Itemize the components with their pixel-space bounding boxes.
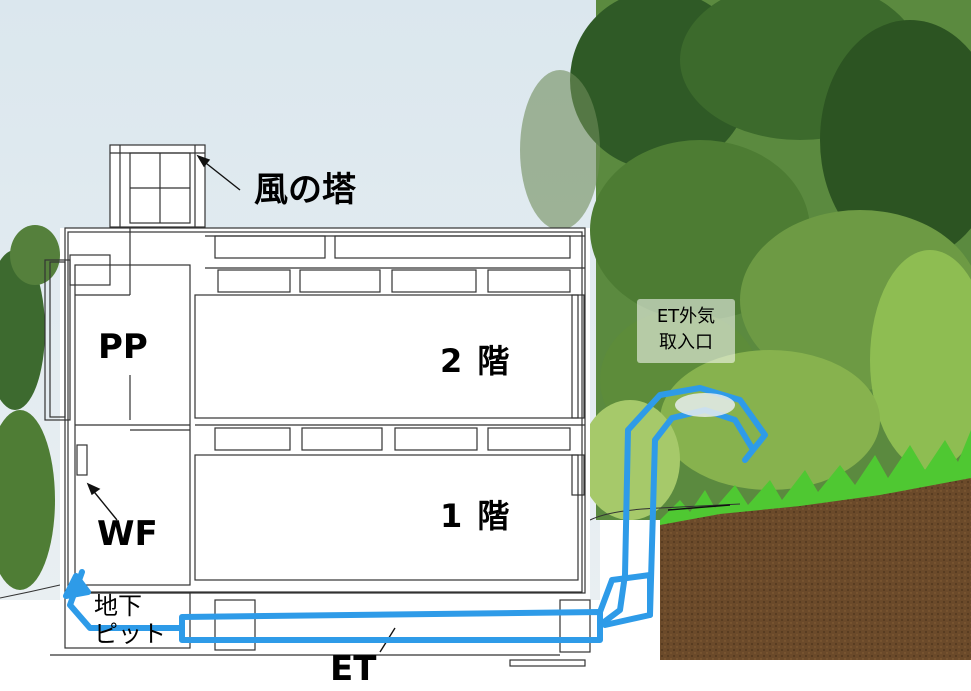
- label-wf: WF: [97, 514, 158, 554]
- building-section: [44, 144, 591, 667]
- label-floor-1: 1 階: [440, 497, 512, 535]
- label-et-intake-line2: 取入口: [659, 332, 713, 353]
- label-pit-line2: ピット: [94, 620, 166, 648]
- label-floor-2: 2 階: [440, 342, 512, 380]
- left-foliage: [0, 225, 60, 590]
- soil-mound: [660, 470, 971, 660]
- grass-edge: [660, 430, 971, 525]
- label-et: ET: [330, 649, 377, 689]
- label-pp: PP: [98, 327, 148, 367]
- label-wind-tower: 風の塔: [254, 170, 356, 210]
- intake-pipe: [675, 393, 735, 417]
- wind-tower: [109, 144, 206, 228]
- label-et-intake: ET外気 取入口: [637, 299, 735, 363]
- label-et-intake-line1: ET外気: [656, 306, 716, 327]
- label-pit-line1: 地下: [94, 592, 142, 620]
- label-underground-pit: 地下 ピット: [94, 592, 166, 648]
